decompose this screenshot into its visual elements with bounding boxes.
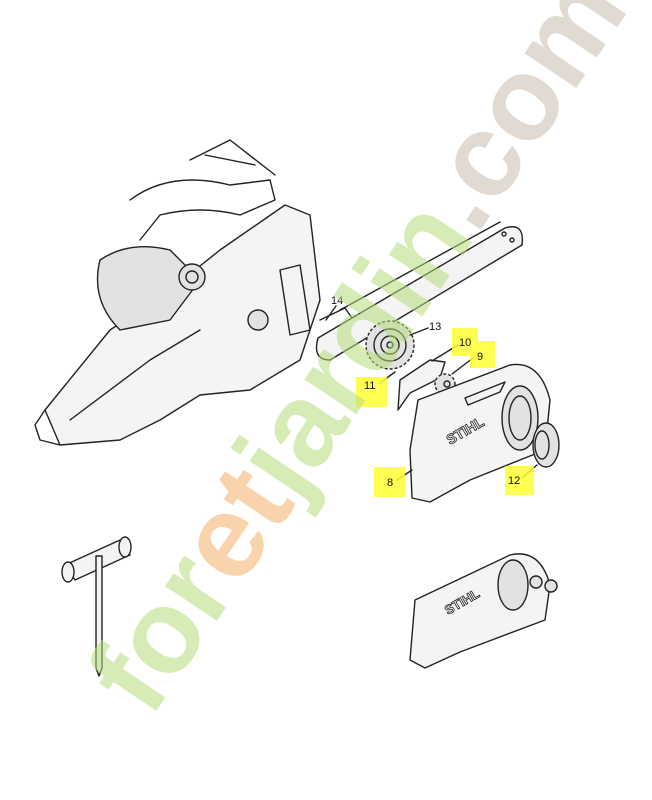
callout-9: 9 bbox=[477, 351, 483, 363]
callout-10: 10 bbox=[459, 337, 471, 349]
combination-wrench bbox=[61, 536, 132, 677]
callout-13: 13 bbox=[429, 321, 441, 333]
knob-part-12 bbox=[532, 422, 560, 468]
callout-12: 12 bbox=[508, 475, 520, 487]
sprocket-part-13 bbox=[365, 320, 415, 370]
callout-11: 11 bbox=[364, 380, 375, 392]
chainsaw-body bbox=[34, 139, 321, 446]
sprocket-cover-assembled: STIHL bbox=[409, 553, 558, 669]
callout-highlights bbox=[356, 328, 534, 497]
sprocket-cover-part-8: STIHL bbox=[409, 363, 551, 503]
guide-bar bbox=[315, 221, 524, 361]
callout-8: 8 bbox=[387, 477, 393, 489]
callout-14: 14 bbox=[331, 295, 343, 307]
